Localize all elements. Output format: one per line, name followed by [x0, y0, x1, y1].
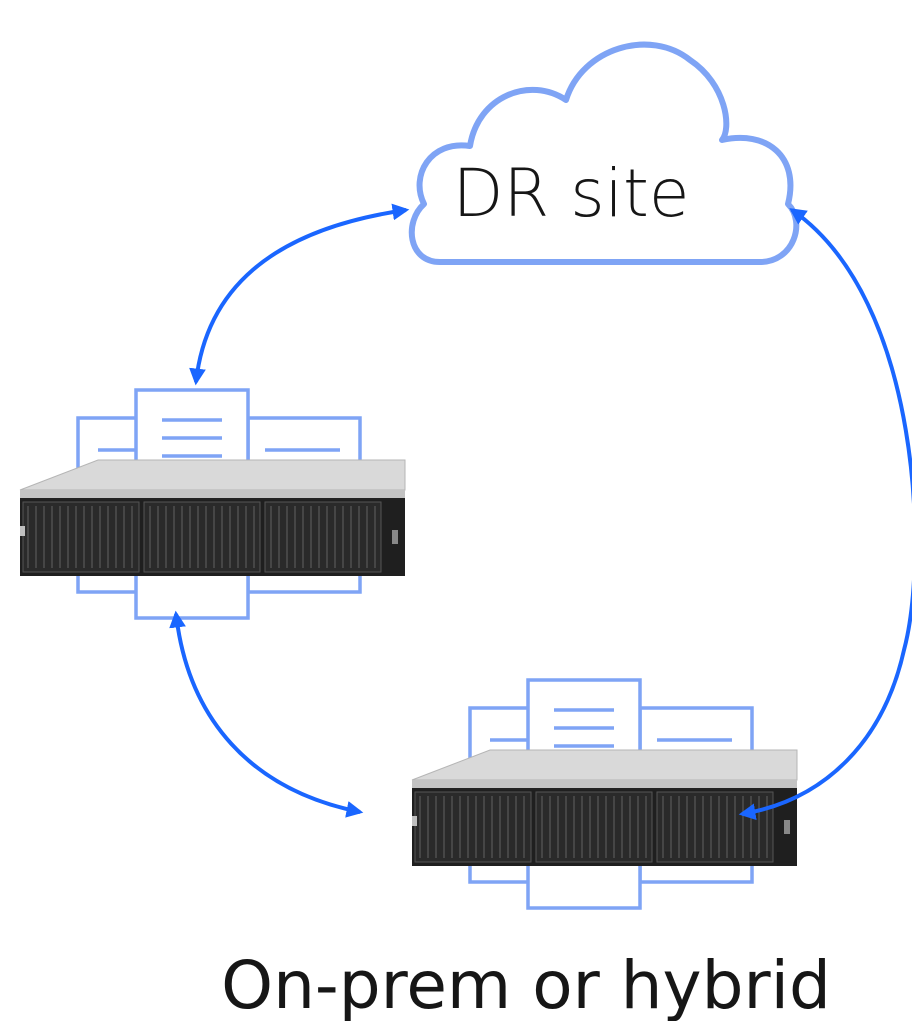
primary-site-label: On-prem or hybrid — [221, 947, 831, 1021]
arrow-cloud-to-left-node — [189, 203, 410, 386]
storage-node-left — [18, 388, 407, 620]
replication-arrows — [169, 203, 912, 821]
dr-site-cloud: DR site — [408, 41, 800, 265]
storage-array-icon — [410, 678, 799, 910]
cloud-label: DR site — [453, 155, 690, 232]
arrow-cloud-to-primary-node — [738, 208, 912, 821]
cloud-icon — [408, 41, 800, 265]
storage-node-primary — [410, 678, 799, 910]
storage-array-icon — [18, 388, 407, 620]
arrow-left-to-primary-node — [169, 610, 364, 818]
